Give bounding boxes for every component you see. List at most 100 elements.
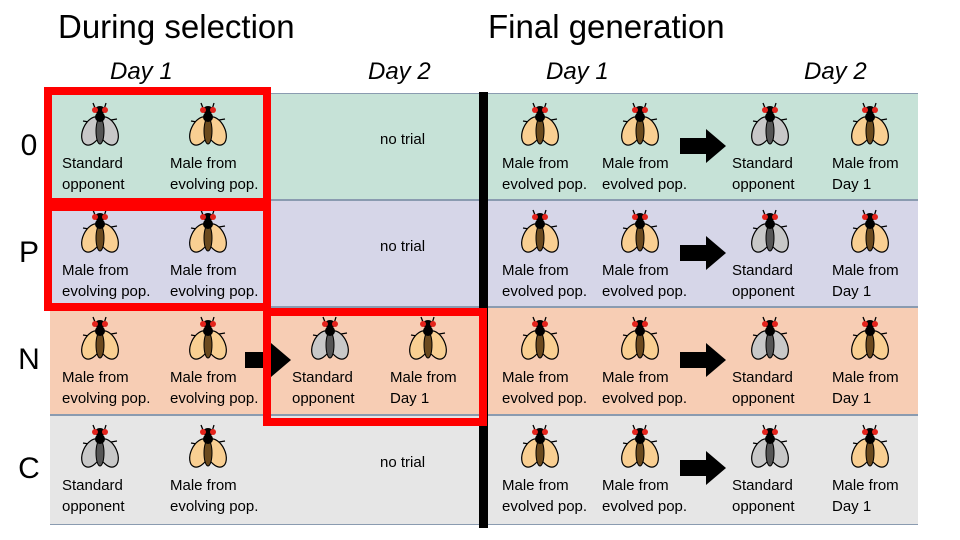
final-cell: Standard opponent — [732, 260, 795, 302]
cell-label-line: evolved pop. — [502, 176, 588, 193]
standard-opponent-fly-icon — [745, 423, 795, 471]
final-cell: Male from evolved pop. — [502, 260, 587, 302]
cell-label-line: opponent — [732, 283, 795, 300]
male-fly-icon — [515, 101, 565, 149]
male-fly-icon — [845, 423, 895, 471]
male-fly-icon — [615, 101, 665, 149]
no-trial-label: no trial — [380, 454, 426, 471]
highlight-box-0-day1 — [44, 87, 271, 206]
cell-label-line: Standard — [62, 155, 123, 172]
cell-label-line: opponent — [62, 176, 125, 193]
cell-label-line: opponent — [732, 498, 795, 515]
arrow-right-icon — [680, 129, 726, 163]
arrow-right-icon — [680, 451, 726, 485]
cell-label-line: Male from — [170, 262, 237, 279]
cell-label-line: evolving pop. — [170, 390, 259, 407]
cell-label-line: Standard — [62, 477, 123, 494]
cell-label-line: Male from — [502, 477, 569, 494]
cell-label-line: Standard — [732, 262, 793, 279]
cell-label-line: evolved pop. — [602, 498, 688, 515]
label-left-day1: Day 1 — [110, 58, 173, 85]
row-label: C — [18, 452, 40, 485]
cell-label-line: Day 1 — [832, 498, 872, 515]
cell-label-line: Male from — [502, 369, 569, 386]
selection-day1-cell: Male from evolving pop. — [62, 367, 150, 409]
standard-opponent-fly-icon — [745, 101, 795, 149]
cell-label-line: Male from — [602, 369, 669, 386]
male-fly-icon — [183, 101, 233, 149]
row-C-selection-band — [50, 415, 480, 525]
standard-opponent-fly-icon — [745, 315, 795, 363]
cell-label-line: evolving pop. — [62, 390, 151, 407]
cell-label-line: Male from — [602, 262, 669, 279]
male-fly-icon — [183, 423, 233, 471]
male-fly-icon — [515, 208, 565, 256]
cell-label-line: opponent — [62, 498, 125, 515]
selection-day1-cell: Male from evolving pop. — [62, 260, 150, 302]
cell-label-line: evolving pop. — [170, 176, 259, 193]
cell-label-line: Standard — [732, 155, 793, 172]
male-fly-icon — [615, 315, 665, 363]
male-fly-icon — [515, 315, 565, 363]
cell-label-line: Male from — [62, 262, 129, 279]
cell-label-line: Male from — [502, 262, 569, 279]
selection-day2-cell: Standard opponent — [292, 367, 355, 409]
cell-label-line: Standard — [732, 369, 793, 386]
cell-label-line: Male from — [390, 369, 457, 386]
highlight-box-P-day1 — [44, 203, 271, 311]
row-label: N — [18, 343, 40, 376]
standard-opponent-fly-icon — [745, 208, 795, 256]
cell-label-line: Day 1 — [832, 390, 872, 407]
standard-opponent-fly-icon — [305, 315, 355, 363]
cell-label-line: evolved pop. — [602, 176, 688, 193]
cell-label-line: Day 1 — [832, 283, 872, 300]
heading-final-generation: Final generation — [488, 8, 725, 45]
no-trial-label: no trial — [380, 237, 426, 255]
male-fly-icon — [845, 208, 895, 256]
final-cell: Standard opponent — [732, 153, 795, 195]
cell-label-line: Male from — [502, 155, 569, 172]
cell-label-line: opponent — [732, 176, 795, 193]
male-fly-icon — [183, 208, 233, 256]
cell-label-line: Standard — [732, 477, 793, 494]
label-left-day2: Day 2 — [368, 58, 431, 85]
cell-label-line: evolved pop. — [502, 283, 588, 300]
cell-label-line: Male from — [602, 477, 669, 494]
cell-label-line: Male from — [602, 155, 669, 172]
cell-label-line: Male from — [832, 262, 899, 279]
label-right-day2: Day 2 — [804, 58, 867, 85]
male-fly-icon — [845, 101, 895, 149]
cell-label-line: evolving pop. — [62, 283, 151, 300]
male-fly-icon — [403, 315, 453, 363]
male-fly-icon — [515, 423, 565, 471]
cell-label-line: evolving pop. — [170, 283, 259, 300]
highlight-box-N-day2 — [263, 308, 487, 426]
standard-opponent-fly-icon — [75, 101, 125, 149]
heading-during-selection: During selection — [58, 8, 295, 45]
cell-label-line: Male from — [170, 369, 237, 386]
selection-day1-cell: Standard opponent — [62, 153, 125, 195]
cell-label-line: Male from — [832, 369, 899, 386]
selection-day1-cell: Male from evolving pop. — [170, 260, 258, 302]
cell-label-line: evolved pop. — [602, 390, 688, 407]
final-cell: Standard opponent — [732, 475, 795, 517]
cell-label-line: opponent — [292, 390, 355, 407]
cell-label-line: Male from — [62, 369, 129, 386]
row-label: 0 — [20, 128, 38, 162]
male-fly-icon — [75, 208, 125, 256]
cell-label-line: opponent — [732, 390, 795, 407]
row-label: P — [18, 235, 39, 269]
cell-label-line: Standard — [292, 369, 353, 386]
final-cell: Standard opponent — [732, 367, 795, 409]
male-fly-icon — [75, 315, 125, 363]
final-cell: Male from evolved pop. — [602, 475, 687, 517]
